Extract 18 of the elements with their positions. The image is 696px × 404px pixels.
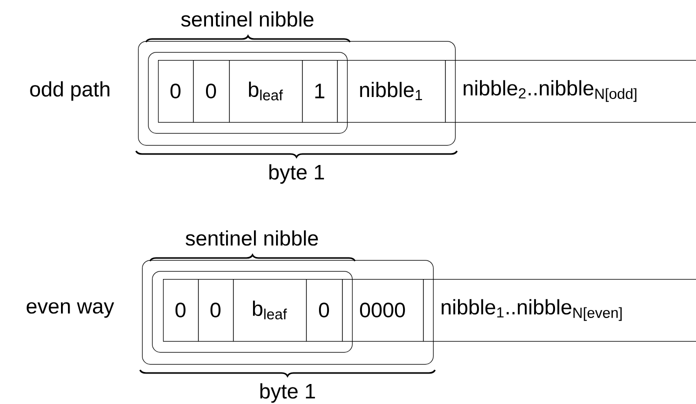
bit-cell: b$_{leaf}$ (229, 60, 303, 123)
byte-label: byte 1 (269, 164, 324, 184)
bit-cell: nibble$_{2}$..nibble$_{N[odd]}$ (445, 60, 696, 123)
bit-cell: 0 (158, 60, 194, 123)
row-label: odd path (30, 81, 110, 101)
row-label: even way (26, 302, 114, 318)
bit-cell: 0 (198, 279, 234, 342)
byte-label: byte 1 (260, 383, 315, 403)
bit-cell: 0 (193, 60, 230, 123)
bit-cell: 0 (306, 279, 343, 342)
bit-cell: nibble$_{1}$ (337, 60, 446, 123)
sentinel-label: sentinel nibble (181, 11, 314, 27)
bit-cell: 0000 (342, 279, 424, 342)
sentinel-label: sentinel nibble (186, 230, 318, 246)
bit-cell: b$_{leaf}$ (233, 279, 307, 342)
bit-cell: 1 (302, 60, 338, 123)
bit-cell: 0 (163, 279, 199, 342)
bit-cell: nibble$_{1}$..nibble$_{N[even]}$ (423, 279, 696, 342)
